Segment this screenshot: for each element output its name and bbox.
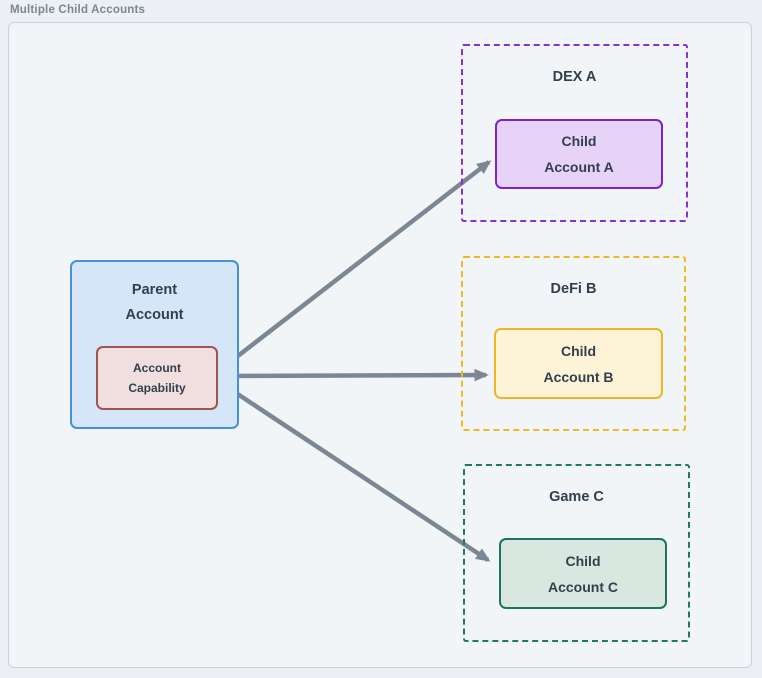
arrow-parent-to-child-b — [220, 368, 489, 382]
group-defi-b: DeFi B Child Account B — [461, 256, 686, 431]
diagram-canvas: Parent Account Account Capability DEX A … — [8, 22, 752, 668]
child-account-b-label: Child Account B — [543, 342, 614, 385]
parent-account-node: Parent Account Account Capability — [70, 260, 239, 429]
parent-account-label: Parent Account — [125, 282, 184, 323]
child-account-b-node: Child Account B — [494, 328, 663, 399]
group-defi-b-title: DeFi B — [550, 281, 597, 297]
arrow-parent-to-child-c — [219, 381, 491, 562]
group-game-c: Game C Child Account C — [463, 464, 690, 642]
child-account-c-node: Child Account C — [499, 538, 667, 609]
child-account-a-node: Child Account A — [495, 119, 663, 189]
arrow-parent-to-child-a — [219, 160, 492, 371]
group-dex-a-title: DEX A — [552, 69, 597, 85]
child-account-a-label: Child Account A — [544, 133, 614, 175]
diagram-title: Multiple Child Accounts — [10, 4, 146, 16]
account-capability-label: Account Capability — [128, 361, 186, 395]
account-capability-node: Account Capability — [96, 346, 218, 410]
group-game-c-title: Game C — [549, 489, 604, 505]
child-account-c-label: Child Account C — [548, 552, 618, 595]
group-dex-a: DEX A Child Account A — [461, 44, 688, 222]
